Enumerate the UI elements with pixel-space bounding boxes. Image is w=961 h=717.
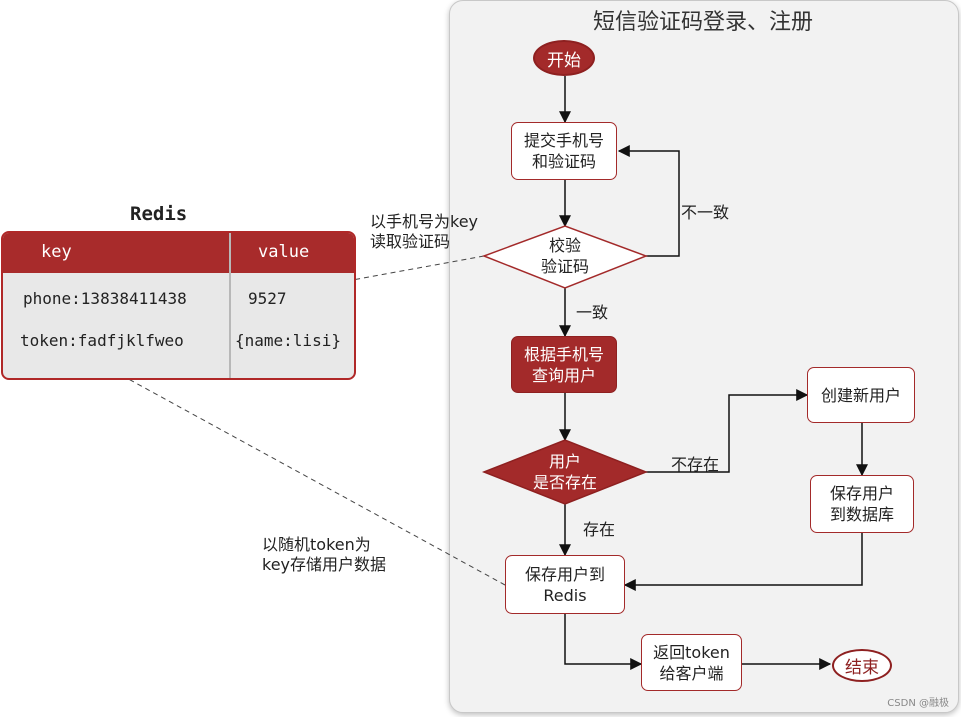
redis-header bbox=[3, 233, 354, 273]
edge-saveredis-redis-dashed bbox=[100, 363, 506, 586]
create-user-node: 创建新用户 bbox=[807, 367, 915, 423]
annotation-read-code: 以手机号为key 读取验证码 bbox=[370, 212, 479, 251]
redis-title: Redis bbox=[130, 203, 188, 225]
annotation-store-user: 以随机token为 key存储用户数据 bbox=[262, 535, 387, 574]
verify-label: 校验 验证码 bbox=[540, 236, 589, 276]
edge-exists-create bbox=[646, 389, 809, 473]
save-db-node: 保存用户 到数据库 bbox=[810, 475, 914, 533]
return-token-node: 返回token 给客户端 bbox=[641, 634, 742, 691]
edge-label-exist: 存在 bbox=[583, 520, 616, 539]
edge-label-mismatch: 不一致 bbox=[681, 203, 730, 222]
query-user-node: 根据手机号 查询用户 bbox=[511, 336, 617, 393]
start-node: 开始 bbox=[533, 40, 595, 76]
exists-diamond bbox=[481, 439, 649, 505]
submit-node: 提交手机号 和验证码 bbox=[511, 122, 617, 180]
redis-header-value: value bbox=[258, 242, 310, 262]
redis-row-2-value: {name:lisi} bbox=[235, 331, 341, 350]
edge-savedb-saveredis bbox=[623, 533, 863, 591]
exists-label: 用户 是否存在 bbox=[532, 452, 597, 492]
watermark: CSDN @融极 bbox=[887, 698, 949, 709]
edge-verify-submit bbox=[617, 145, 680, 257]
verify-diamond bbox=[481, 225, 649, 289]
edge-label-not-exist: 不存在 bbox=[671, 455, 720, 474]
end-node: 结束 bbox=[832, 649, 892, 682]
redis-row-2-key: token:fadfjklfweo bbox=[20, 331, 184, 350]
redis-table: key value phone:13838411438 9527 token:f… bbox=[1, 231, 356, 380]
redis-row-1-value: 9527 bbox=[248, 289, 287, 308]
redis-header-key: key bbox=[41, 242, 72, 262]
redis-column-divider bbox=[229, 233, 231, 378]
save-redis-node: 保存用户到 Redis bbox=[505, 555, 625, 614]
flow-title: 短信验证码登录、注册 bbox=[592, 10, 813, 35]
edge-saveredis-return bbox=[564, 614, 643, 670]
redis-row-1-key: phone:13838411438 bbox=[23, 289, 187, 308]
edge-label-match: 一致 bbox=[576, 303, 609, 322]
